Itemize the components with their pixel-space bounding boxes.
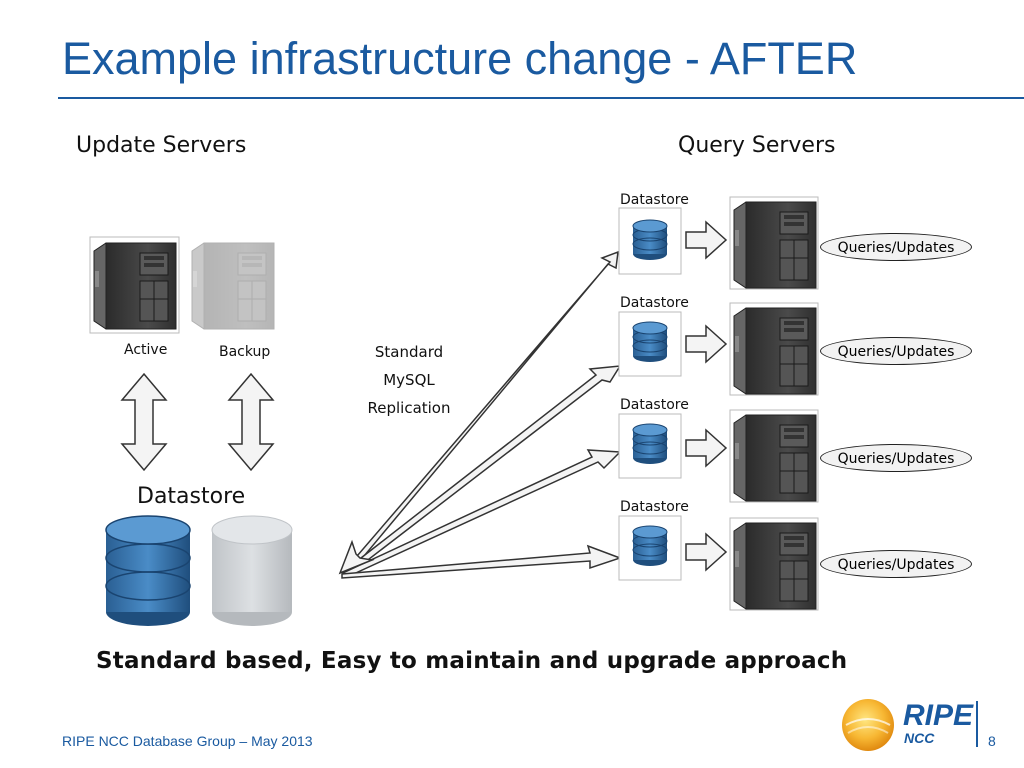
query-servers-heading: Query Servers — [678, 133, 836, 158]
query-datastore-label: Datastore — [620, 192, 689, 208]
ripe-ncc-logo: RIPE NCC — [838, 695, 988, 753]
query-datastore-label: Datastore — [620, 295, 689, 311]
query-row-3 — [618, 409, 819, 503]
query-row-4 — [618, 515, 819, 611]
footer-text: RIPE NCC Database Group – May 2013 — [62, 733, 313, 749]
query-datastore-label: Datastore — [620, 499, 689, 515]
logo-divider — [976, 701, 978, 747]
main-datastore-label: Datastore — [137, 484, 246, 509]
replication-label-line1: Standard — [374, 343, 444, 361]
backup-datastore-icon — [211, 515, 293, 626]
title-divider — [58, 97, 1024, 99]
replication-arrows — [338, 250, 623, 579]
queries-updates-pill: Queries/Updates — [820, 550, 972, 578]
sun-icon — [842, 699, 894, 751]
page-number: 8 — [988, 733, 996, 749]
query-row-2 — [618, 302, 819, 396]
backup-sync-arrow-icon — [227, 372, 275, 472]
slide-title: Example infrastructure change - AFTER — [62, 33, 858, 84]
active-server-icon — [93, 242, 177, 330]
active-label: Active — [124, 342, 168, 358]
main-datastore-icon — [105, 515, 191, 626]
query-datastore-label: Datastore — [620, 397, 689, 413]
logo-ripe-text: RIPE — [903, 699, 974, 732]
replication-label-line3: Replication — [367, 399, 451, 417]
logo-ncc-text: NCC — [904, 730, 935, 746]
backup-server-icon — [191, 242, 275, 330]
active-sync-arrow-icon — [120, 372, 168, 472]
backup-label: Backup — [219, 344, 271, 360]
queries-updates-pill: Queries/Updates — [820, 337, 972, 365]
queries-updates-pill: Queries/Updates — [820, 233, 972, 261]
queries-updates-pill: Queries/Updates — [820, 444, 972, 472]
replication-label-line2: MySQL — [383, 371, 435, 389]
bottom-caption: Standard based, Easy to maintain and upg… — [96, 648, 848, 674]
update-servers-heading: Update Servers — [76, 133, 247, 158]
query-row-1 — [618, 196, 819, 290]
